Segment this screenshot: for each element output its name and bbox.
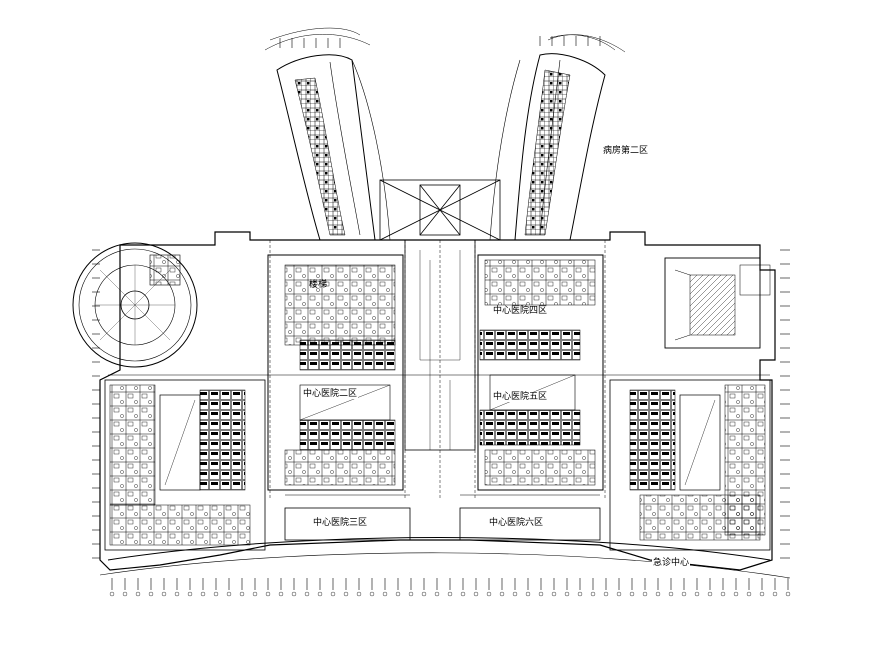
grid-axis-bubble (291, 591, 297, 597)
grid-axis-bubble (421, 591, 427, 597)
grid-axis-bubble (161, 591, 167, 597)
south-corridor (284, 494, 601, 541)
grid-axis-bubble (278, 591, 284, 597)
grid-axis-bubble (356, 591, 362, 597)
grid-axis-bubble (473, 591, 479, 597)
label-stairs: 楼梯 (309, 280, 328, 290)
grid-axis-bubble (395, 591, 401, 597)
label-zone-five: 中心医院五区 (492, 392, 549, 402)
grid-axis-bubble (590, 591, 596, 597)
grid-axis-bubble (239, 591, 245, 597)
grid-axis-bubble (330, 591, 336, 597)
east-wing-block (609, 379, 771, 551)
grid-axis-bubble (746, 591, 752, 597)
grid-axis-bubble (720, 591, 726, 597)
dimension-arcs (264, 34, 626, 53)
label-emergency-center: 急诊中心 (652, 558, 691, 568)
label-ward-zone-two: 病房第二区 (602, 146, 650, 156)
grid-axis-bubble (135, 591, 141, 597)
grid-axis-bubble (499, 591, 505, 597)
grid-axis-bubble (317, 591, 323, 597)
grid-axis-bubble (551, 591, 557, 597)
central-atrium (379, 179, 501, 451)
west-wing-block (104, 379, 266, 551)
grid-axis-bubble (486, 591, 492, 597)
grid-axis-bubble (668, 591, 674, 597)
north-west-ward-wing (269, 27, 391, 241)
grid-axis-bubble (759, 591, 765, 597)
grid-axis-bubble (772, 591, 778, 597)
grid-axis-bubble (525, 591, 531, 597)
grid-axis-bubble (304, 591, 310, 597)
grid-axis-bubble (343, 591, 349, 597)
grid-axis-bubble (512, 591, 518, 597)
grid-axis-bubble (577, 591, 583, 597)
grid-axis-bubble (122, 591, 128, 597)
grid-axis-bubble (785, 591, 791, 597)
grid-axis-bubble (434, 591, 440, 597)
grid-axis-bubble (226, 591, 232, 597)
central-right-block (477, 254, 604, 491)
grid-axis-bubble (707, 591, 713, 597)
label-zone-six: 中心医院六区 (488, 518, 545, 528)
grid-axis-bubble (642, 591, 648, 597)
grid-axis-bubble (382, 591, 388, 597)
grid-axis-bubble (408, 591, 414, 597)
grid-axis-bubble (564, 591, 570, 597)
label-zone-three: 中心医院三区 (312, 518, 369, 528)
axis-ticks (92, 36, 791, 597)
grid-axis-bubble (109, 591, 115, 597)
grid-axis-bubble (603, 591, 609, 597)
grid-axis-bubble (629, 591, 635, 597)
grid-axis-bubble (655, 591, 661, 597)
grid-axis-bubble (694, 591, 700, 597)
grid-axis-bubble (447, 591, 453, 597)
grid-axis-bubble (460, 591, 466, 597)
label-zone-four: 中心医院四区 (492, 306, 549, 316)
grid-axis-bubble (174, 591, 180, 597)
round-lecture-hall (72, 242, 198, 368)
grid-axis-bubble (538, 591, 544, 597)
north-east-ward-wing (489, 34, 616, 241)
grid-axis-bubble (733, 591, 739, 597)
grid-axis-bubble (148, 591, 154, 597)
grid-axis-bubble (681, 591, 687, 597)
grid-axis-bubble (265, 591, 271, 597)
grid-axis-bubble (213, 591, 219, 597)
central-left-block (267, 254, 404, 491)
grid-axis-bubble (252, 591, 258, 597)
grid-axis-bubble (369, 591, 375, 597)
label-zone-two: 中心医院二区 (302, 389, 359, 399)
grid-axis-bubble (200, 591, 206, 597)
east-auditorium (664, 257, 771, 349)
grid-axis-bubble (616, 591, 622, 597)
grid-axis-bubble (187, 591, 193, 597)
